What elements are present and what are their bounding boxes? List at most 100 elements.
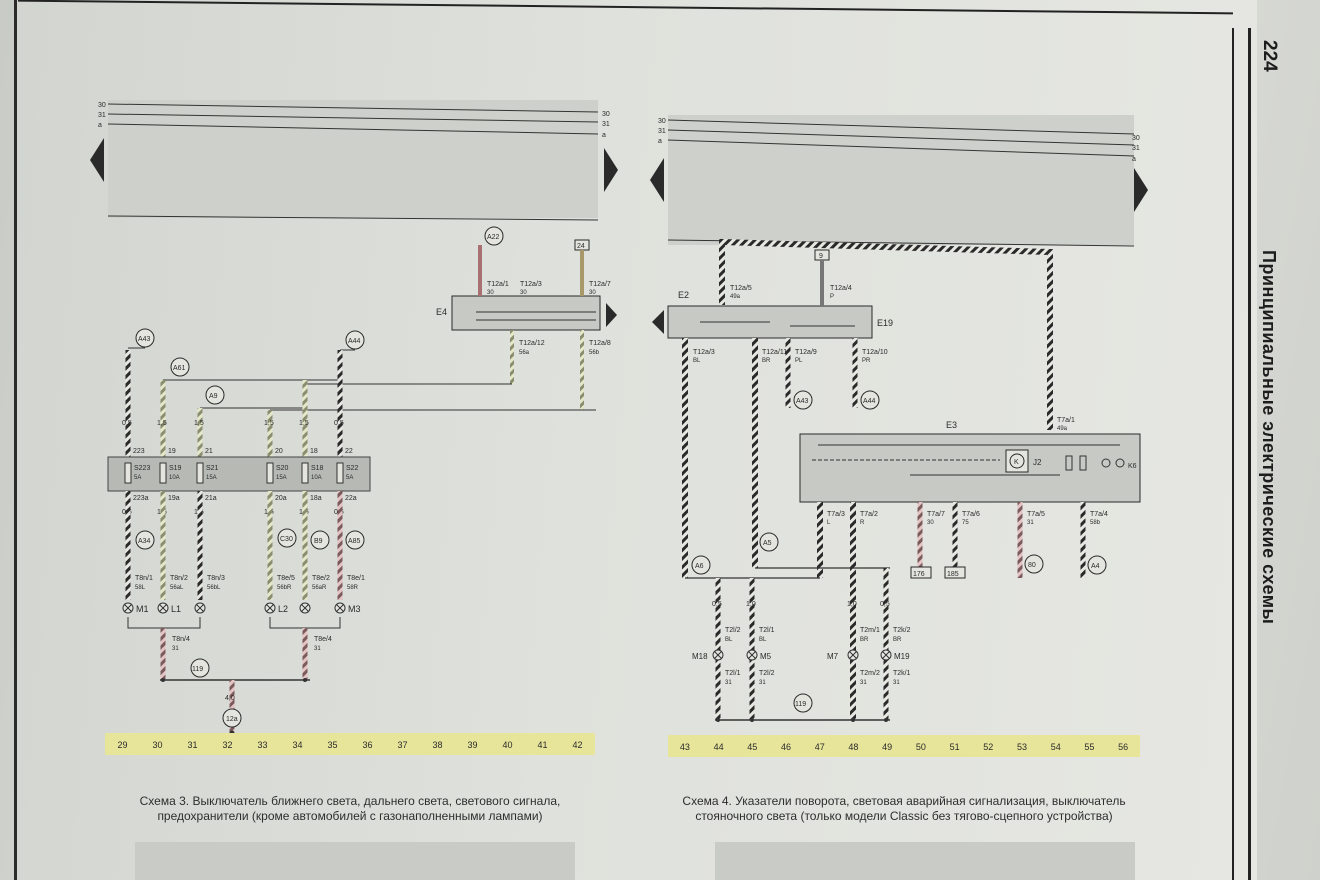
e4-pin-8-wire: 56b bbox=[589, 350, 600, 356]
wire-size-top: 0,5 bbox=[122, 420, 132, 427]
fuse-in-terminal: 18 bbox=[310, 448, 318, 455]
ruler-cell-56: 56 bbox=[1118, 742, 1128, 752]
relay-pin-58b: T7a/4 bbox=[1090, 511, 1108, 518]
ref-a9: A9 bbox=[209, 393, 218, 400]
ruler-cell-34: 34 bbox=[293, 740, 303, 750]
out-pin-4-wire: PR bbox=[862, 358, 871, 364]
switch-e4: E4 A22 24 T12a/1 30 T12a/3 30 T12a/7 30 … bbox=[270, 226, 617, 411]
s4-bus-label-a-right: a bbox=[1132, 156, 1136, 163]
scheme3-top-refs: A43 A61 A9 A44 bbox=[128, 328, 365, 409]
ruler-cell-33: 33 bbox=[258, 740, 268, 750]
bus-ref-a6: A6 bbox=[695, 563, 704, 570]
ref-b9: B9 bbox=[314, 538, 323, 545]
sheet-frame-right-outer bbox=[1248, 28, 1251, 880]
wire-size-top: 1,5 bbox=[264, 420, 274, 427]
lamp-connector: T8e/5 bbox=[277, 575, 295, 582]
switch-e2-arrow bbox=[652, 310, 664, 334]
relay-pin-r: T7a/2 bbox=[860, 511, 878, 518]
page-number: 224 bbox=[1259, 40, 1280, 72]
switch-e4-arrow bbox=[606, 303, 617, 327]
wire-size-top: 1,5 bbox=[194, 420, 204, 427]
bus-ref-a5: A5 bbox=[763, 540, 772, 547]
lamp-wire: 56aL bbox=[170, 585, 184, 591]
ruler-cell-53: 53 bbox=[1017, 742, 1027, 752]
fuse-S19 bbox=[159, 462, 167, 484]
ruler-cell-37: 37 bbox=[398, 740, 408, 750]
fuse-S20 bbox=[266, 462, 274, 484]
s3-bus-label-30-right: 30 bbox=[602, 111, 610, 118]
ground-wire-size: 4,0 bbox=[225, 695, 235, 702]
lamp4-ground-wire: 31 bbox=[893, 680, 900, 686]
s4-bus-label-30-right: 30 bbox=[1132, 135, 1140, 142]
fuse-rating: 10A bbox=[169, 475, 180, 481]
switch-e2-label: E2 bbox=[678, 290, 689, 300]
fuse-id: S22 bbox=[346, 465, 359, 472]
lamp4-ground-wire: 31 bbox=[759, 680, 766, 686]
ruler-cell-29: 29 bbox=[118, 740, 128, 750]
e4-pin-3: T12a/3 bbox=[520, 281, 542, 288]
relay-unit-e3: E3 T7a/1 49a K J2 K6 bbox=[799, 417, 1141, 503]
ruler-cell-47: 47 bbox=[815, 742, 825, 752]
lamp-wire: 58L bbox=[135, 585, 146, 591]
ref-c30: C30 bbox=[280, 536, 293, 543]
lamp4-top-pin: T2k/2 bbox=[893, 627, 911, 634]
ground-conn-left: T8n/4 bbox=[172, 636, 190, 643]
scheme3-bottom-refs: A34 C30 B9 A85 bbox=[135, 528, 365, 550]
scheme4-bus: 30 31 a 30 31 a bbox=[650, 115, 1148, 247]
ref-a22-circle bbox=[484, 226, 504, 246]
relay-in-pin: T7a/1 bbox=[1057, 417, 1075, 424]
ruler-cell-35: 35 bbox=[328, 740, 338, 750]
ruler-cell-49: 49 bbox=[882, 742, 892, 752]
switch-e19-label: E19 bbox=[877, 318, 893, 328]
e4-pin-8: T12a/8 bbox=[589, 340, 611, 347]
lamp4-id: M7 bbox=[827, 652, 839, 661]
relay-in-wire: 49a bbox=[1057, 426, 1068, 432]
e2-pin: T12a/5 bbox=[730, 285, 752, 292]
fuse-in-terminal: 20 bbox=[275, 448, 283, 455]
lamp-cross-b bbox=[266, 604, 274, 612]
ruler-cell-54: 54 bbox=[1051, 742, 1061, 752]
s4-ground-ref-119: 119 bbox=[795, 701, 806, 708]
relay-pin-58b-wire: 58b bbox=[1090, 520, 1101, 526]
scheme3-caption: Схема 3. Выключатель ближнего света, дал… bbox=[139, 794, 561, 823]
ruler-cell-52: 52 bbox=[983, 742, 993, 752]
lamp-id: L1 bbox=[171, 604, 181, 614]
lamp-id: M1 bbox=[136, 604, 149, 614]
lamp4-id: M5 bbox=[760, 652, 772, 661]
scheme4-bus-panel bbox=[668, 115, 1134, 245]
scheme4-distribution: A6 A5 bbox=[685, 532, 890, 720]
fuse-rating: 15A bbox=[206, 475, 217, 481]
ref-a43: A43 bbox=[138, 336, 151, 343]
e19-pin-wire: P bbox=[830, 294, 834, 300]
lamp4-wire-size: 1,0 bbox=[746, 601, 756, 608]
lamp4-wire-size: 0,5 bbox=[712, 601, 722, 608]
switch-e2-e19: E2 E19 T12a/5 49a 9 T12a/4 P bbox=[652, 249, 893, 339]
relay-ref-a4: A4 bbox=[1091, 563, 1100, 570]
ruler-cell-30: 30 bbox=[153, 740, 163, 750]
relay-pin-75-wire: 75 bbox=[962, 520, 969, 526]
lamp4-top-pin: T2m/1 bbox=[860, 627, 880, 634]
out-pin-2-wire: BR bbox=[762, 358, 771, 364]
scheme4-ruler bbox=[668, 735, 1140, 757]
relay-pin-31: T7a/5 bbox=[1027, 511, 1045, 518]
fuse-id: S20 bbox=[276, 465, 289, 472]
fuse-out-terminal: 20a bbox=[275, 495, 287, 502]
lamp4-top-pin: T2l/1 bbox=[759, 627, 775, 634]
relay-outputs: T7a/3 L T7a/2 R T7a/7 30 T7a/6 75 T7a/5 … bbox=[817, 502, 1108, 720]
lamp-connector: T8e/1 bbox=[347, 575, 365, 582]
s3-bus-label-a-right: a bbox=[602, 132, 606, 139]
scheme4-right-arrow bbox=[1134, 168, 1148, 212]
lamp4-top-pin: T2l/2 bbox=[725, 627, 741, 634]
scheme3-right-arrow bbox=[604, 148, 618, 192]
ruler-cell-36: 36 bbox=[363, 740, 373, 750]
fuse-rating: 5A bbox=[134, 475, 141, 481]
fuse-block-panel bbox=[107, 456, 371, 492]
ruler-cell-38: 38 bbox=[433, 740, 443, 750]
ref-a61: A61 bbox=[173, 365, 186, 372]
relay-pin-30-wire: 30 bbox=[927, 520, 934, 526]
lamp4-ground-wire: 31 bbox=[725, 680, 732, 686]
ruler-cell-50: 50 bbox=[916, 742, 926, 752]
